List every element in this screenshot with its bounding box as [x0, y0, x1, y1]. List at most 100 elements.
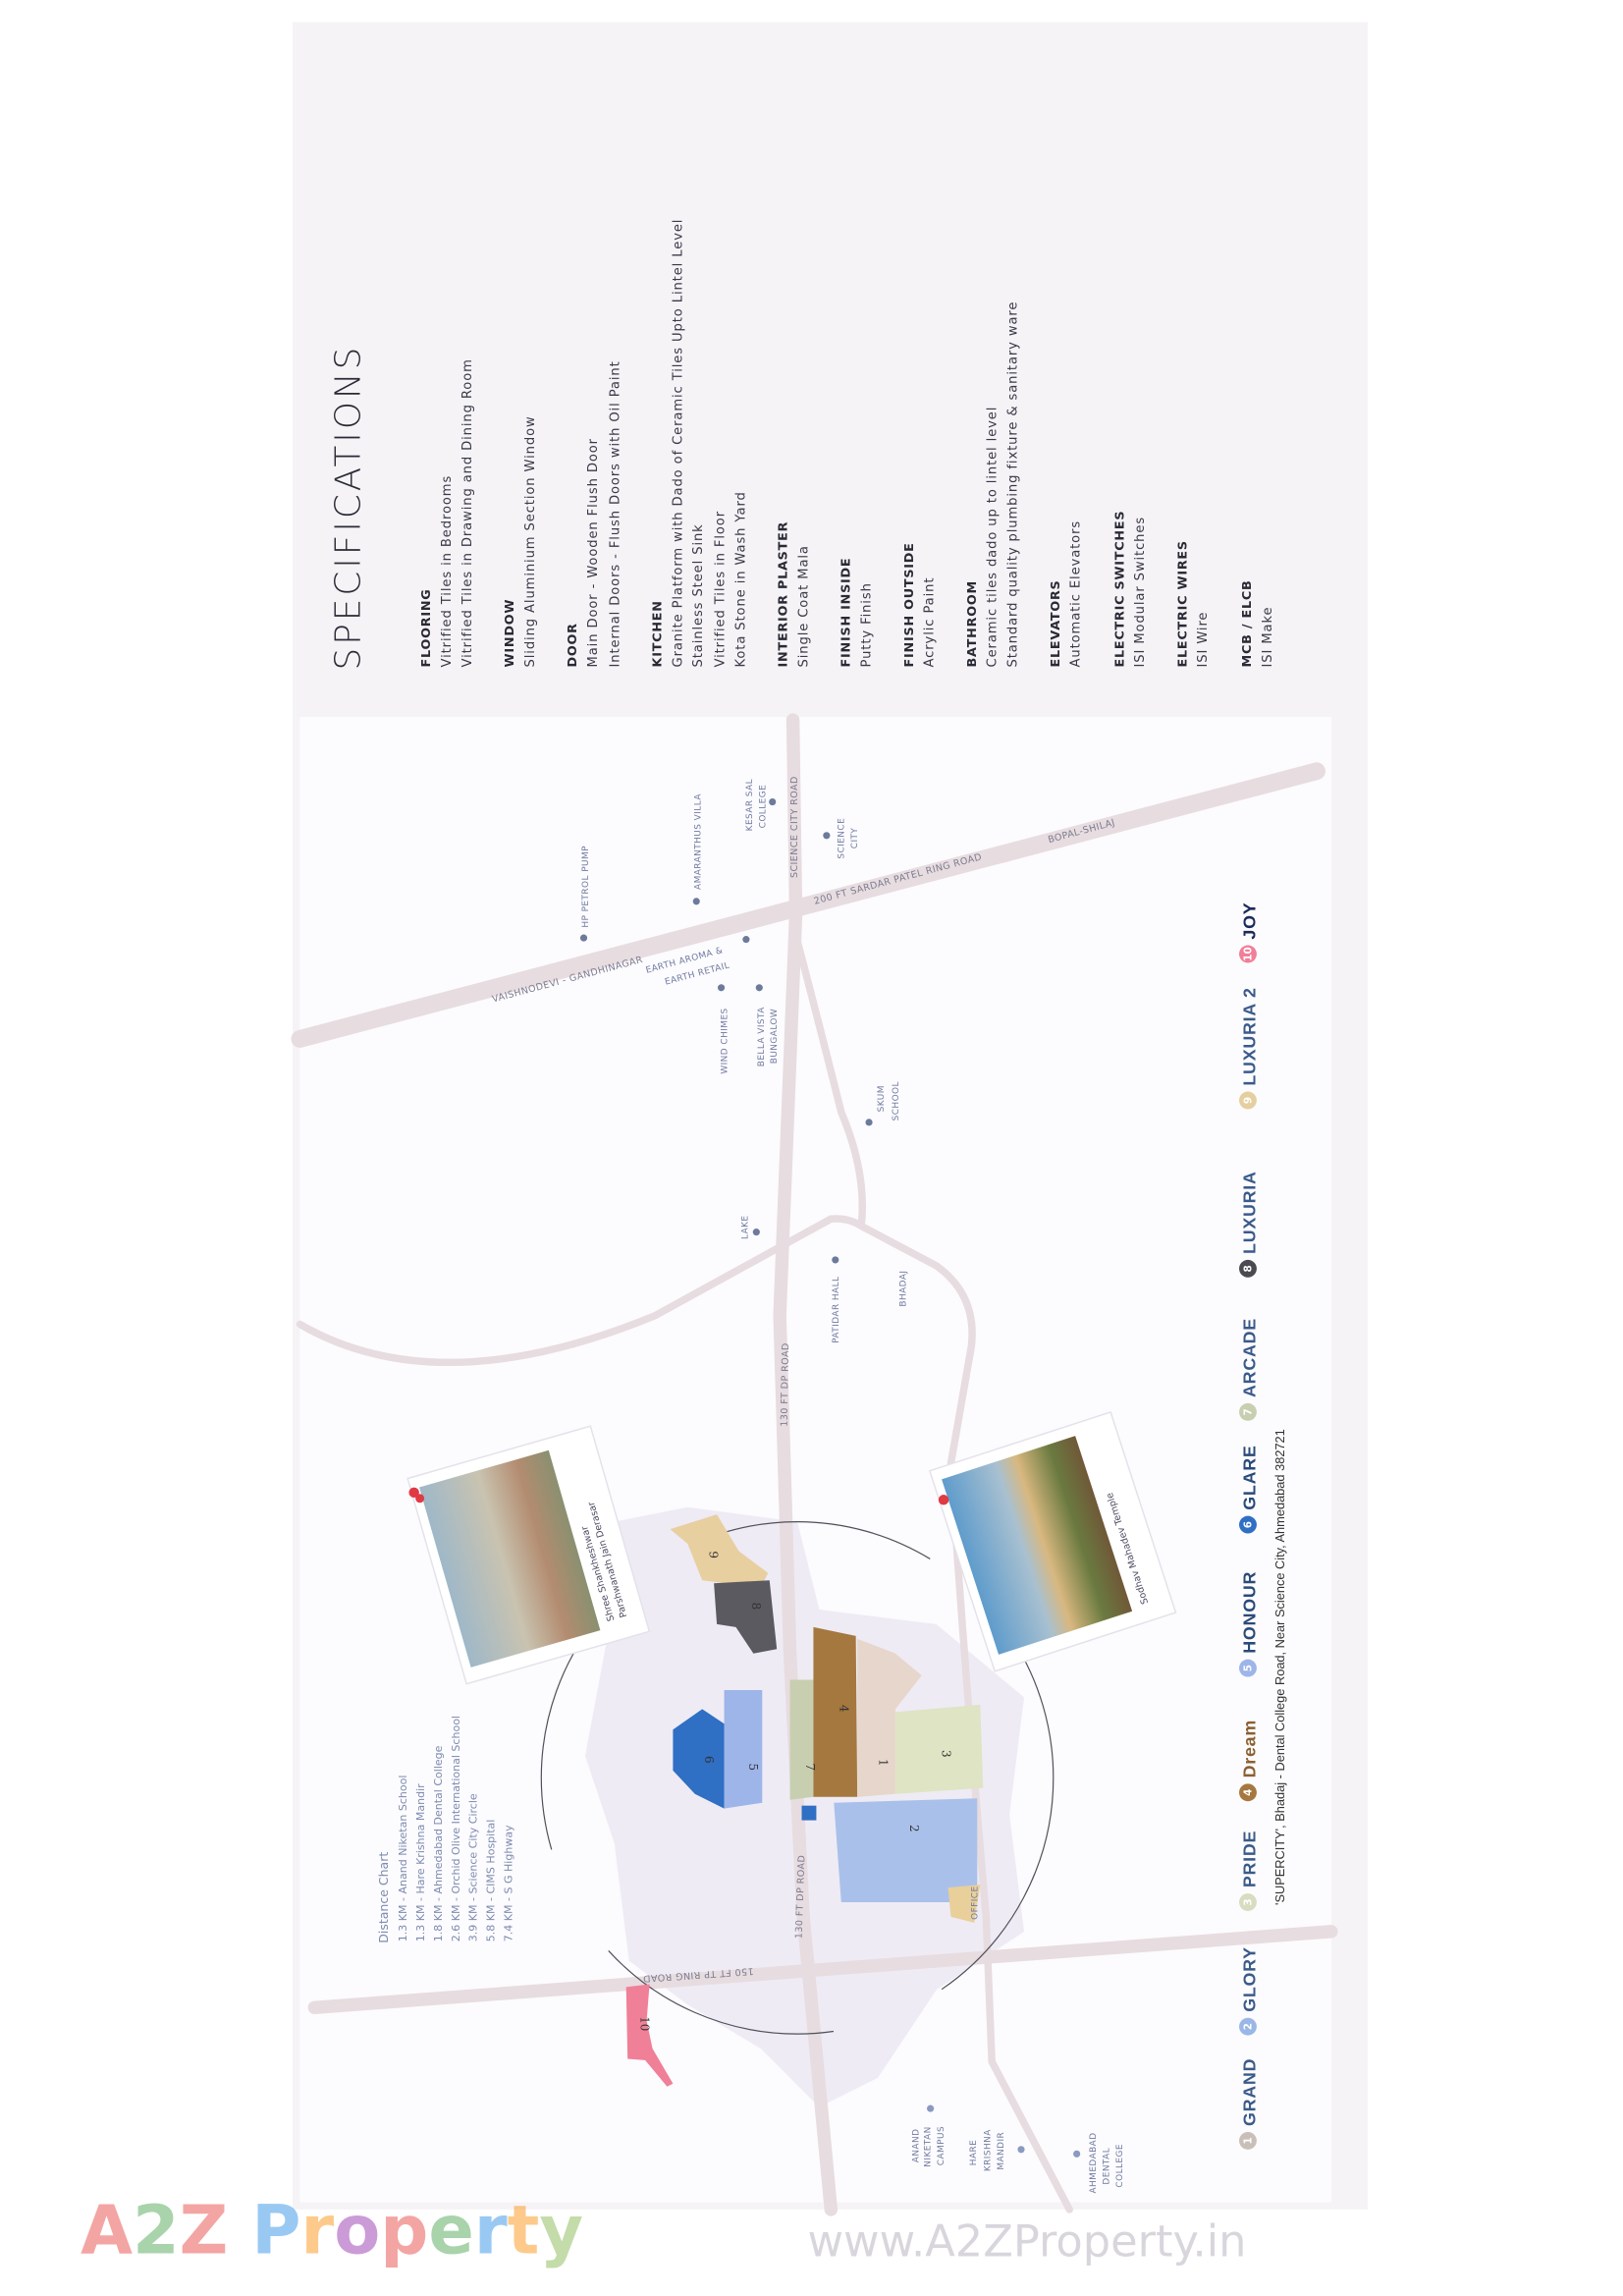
- poi-dot: [717, 984, 726, 992]
- poi-dot: [769, 797, 777, 806]
- plot-marker: [801, 1805, 817, 1821]
- legend-project-name: GLORY: [1239, 1946, 1259, 2012]
- road-sp-ring: [291, 762, 1325, 1048]
- spec-elevators: ELEVATORS Automatic Elevators: [1049, 520, 1084, 668]
- plot-label: 2: [907, 1825, 921, 1832]
- legend-number: 8: [1243, 1265, 1255, 1272]
- distance-item: 3.9 KM - Science City Circle: [467, 1793, 480, 1941]
- spec-line: ISI Modular Switches: [1133, 517, 1148, 668]
- legend-badge-10: [1239, 945, 1257, 963]
- plot-label: 6: [702, 1756, 716, 1764]
- plot-label: 4: [837, 1705, 850, 1713]
- spec-line: Stainless Steel Sink: [691, 523, 706, 667]
- poi-kesar-college: COLLEGE: [758, 785, 768, 829]
- legend-project-name: HONOUR: [1239, 1571, 1259, 1654]
- poi-hare-krishna: KRISHNA: [984, 2129, 994, 2171]
- spec-heading: KITCHEN: [650, 600, 665, 667]
- plot-label: 1: [876, 1759, 890, 1767]
- spec-kitchen: KITCHEN Granite Platform with Dado of Ce…: [650, 219, 748, 668]
- plot-4: [813, 1626, 858, 1797]
- distance-chart: Distance Chart 1.3 KM - Anand Niketan Sc…: [376, 1716, 515, 1943]
- legend-badge-2: [1239, 2017, 1257, 2036]
- legend-badge-7: [1239, 1402, 1257, 1421]
- plot-5: [724, 1689, 763, 1809]
- poi-wind-chimes: WIND CHIMES: [721, 1008, 730, 1073]
- road-label: SCIENCE CITY ROAD: [789, 776, 800, 878]
- spec-window: WINDOW Sliding Aluminium Section Window: [503, 415, 538, 667]
- temple-photo: [419, 1449, 601, 1667]
- spec-bathroom: BATHROOM Ceramic tiles dado up to lintel…: [965, 301, 1021, 668]
- legend-project-name: ARCADE: [1239, 1318, 1259, 1397]
- plot-label: 5: [746, 1763, 760, 1771]
- legend-badge-6: [1239, 1515, 1257, 1534]
- watermark-url: www.A2ZProperty.in: [807, 2216, 1246, 2268]
- legend-project-name: GLARE: [1239, 1445, 1259, 1509]
- spec-interior-plaster: INTERIOR PLASTER Single Coat Mala: [777, 521, 812, 668]
- poi-amaranthus-villa: AMARANTHUS VILLA: [694, 793, 704, 890]
- plot-2: [834, 1798, 978, 1903]
- spec-line: ISI Wire: [1196, 612, 1211, 668]
- poi-anand-niketan: ANAND: [912, 2129, 922, 2163]
- legend-number: 9: [1243, 1097, 1255, 1104]
- project-plots: 9 8 6 5 7 4 1 3 2 10 OFFICE: [625, 1514, 984, 2087]
- distance-item: 5.8 KM - CIMS Hospital: [485, 1820, 498, 1942]
- spec-heading: ELEVATORS: [1049, 579, 1063, 667]
- pin-icon: [415, 1494, 425, 1503]
- poi-patidar-hall: PATIDAR HALL: [832, 1277, 841, 1343]
- spec-line: Granite Platform with Dado of Ceramic Ti…: [671, 219, 685, 668]
- distance-item: 1.8 KM - Ahmedabad Dental College: [432, 1745, 445, 1941]
- plot-label: 7: [803, 1763, 817, 1771]
- pin-icon: [938, 1495, 949, 1505]
- poi-dental-college: COLLEGE: [1115, 2144, 1125, 2188]
- spec-heading: ELECTRIC WIRES: [1175, 540, 1190, 667]
- legend-badge-3: [1239, 1893, 1257, 1911]
- legend-project-name: JOY: [1239, 902, 1259, 940]
- spec-line: Vitrified Tiles in Drawing and Dining Ro…: [460, 358, 475, 667]
- plot-label: 9: [707, 1551, 721, 1558]
- distance-item: 7.4 KM - S G Highway: [502, 1825, 514, 1941]
- road-label: 130 FT DP ROAD: [794, 1855, 808, 1940]
- poi-dot: [823, 832, 831, 840]
- poi-hare-krishna: MANDIR: [997, 2132, 1006, 2170]
- poi-science-city: SCIENCE: [838, 818, 847, 859]
- poi-dot: [692, 898, 700, 905]
- legend-number: 4: [1243, 1789, 1255, 1796]
- spec-line: Vitrified Tiles in Bedrooms: [440, 475, 455, 668]
- poi-bella-vista: BUNGALOW: [770, 1009, 780, 1064]
- legend-project-name: GRAND: [1239, 2058, 1259, 2126]
- plot-8: [714, 1580, 778, 1654]
- plot-9: [670, 1514, 769, 1588]
- poi-skum-school: SKUM: [877, 1085, 887, 1112]
- temple-photo: [942, 1436, 1133, 1655]
- spec-line: ISI Make: [1261, 607, 1275, 668]
- spec-line: Vitrified Tiles in Floor: [714, 511, 729, 667]
- legend-project-name: PRIDE: [1239, 1831, 1259, 1887]
- poi-science-city: CITY: [850, 828, 860, 849]
- plot-1: [857, 1638, 922, 1797]
- poi-dot: [927, 2105, 935, 2112]
- legend-badge-5: [1239, 1659, 1257, 1677]
- spec-line: Sliding Aluminium Section Window: [523, 415, 538, 667]
- plot-6: [673, 1709, 725, 1809]
- poi-dot: [1017, 2146, 1025, 2154]
- poi-bella-vista: BELLA VISTA: [757, 1007, 767, 1066]
- distance-chart-title: Distance Chart: [376, 1852, 391, 1943]
- spec-flooring: FLOORING Vitrified Tiles in Bedrooms Vit…: [419, 358, 475, 667]
- location-map: VAISHNODEVI - GANDHINAGAR 200 FT SARDAR …: [291, 713, 1338, 2216]
- poi-anand-niketan: CAMPUS: [937, 2126, 947, 2165]
- spec-line: Main Door - Wooden Flush Door: [586, 438, 601, 667]
- distance-item: 1.3 KM - Anand Niketan School: [397, 1776, 409, 1942]
- legend-badge-8: [1239, 1259, 1257, 1278]
- project-address: 'SUPERCITY', Bhadaj - Dental College Roa…: [1272, 1429, 1287, 1905]
- spec-electric-switches: ELECTRIC SWITCHES ISI Modular Switches: [1112, 511, 1148, 668]
- spec-line: Single Coat Mala: [796, 545, 811, 667]
- photo-card-jain-derasar: Shree Shankheshwar Parshwanath Jain Dera…: [406, 1425, 651, 1685]
- poi-hp-petrol-pump: HP PETROL PUMP: [581, 846, 591, 928]
- pin-icon: [408, 1487, 419, 1499]
- legend-project-name: LUXURIA 2: [1239, 987, 1259, 1085]
- spec-heading: MCB / ELCB: [1240, 579, 1255, 667]
- watermark-logo: A2Z Property: [81, 2192, 583, 2270]
- project-legend: 1GRAND2GLORY3PRIDE4Dream5HONOUR6GLARE7AR…: [1239, 902, 1259, 2150]
- spec-line: Acrylic Paint: [923, 577, 938, 668]
